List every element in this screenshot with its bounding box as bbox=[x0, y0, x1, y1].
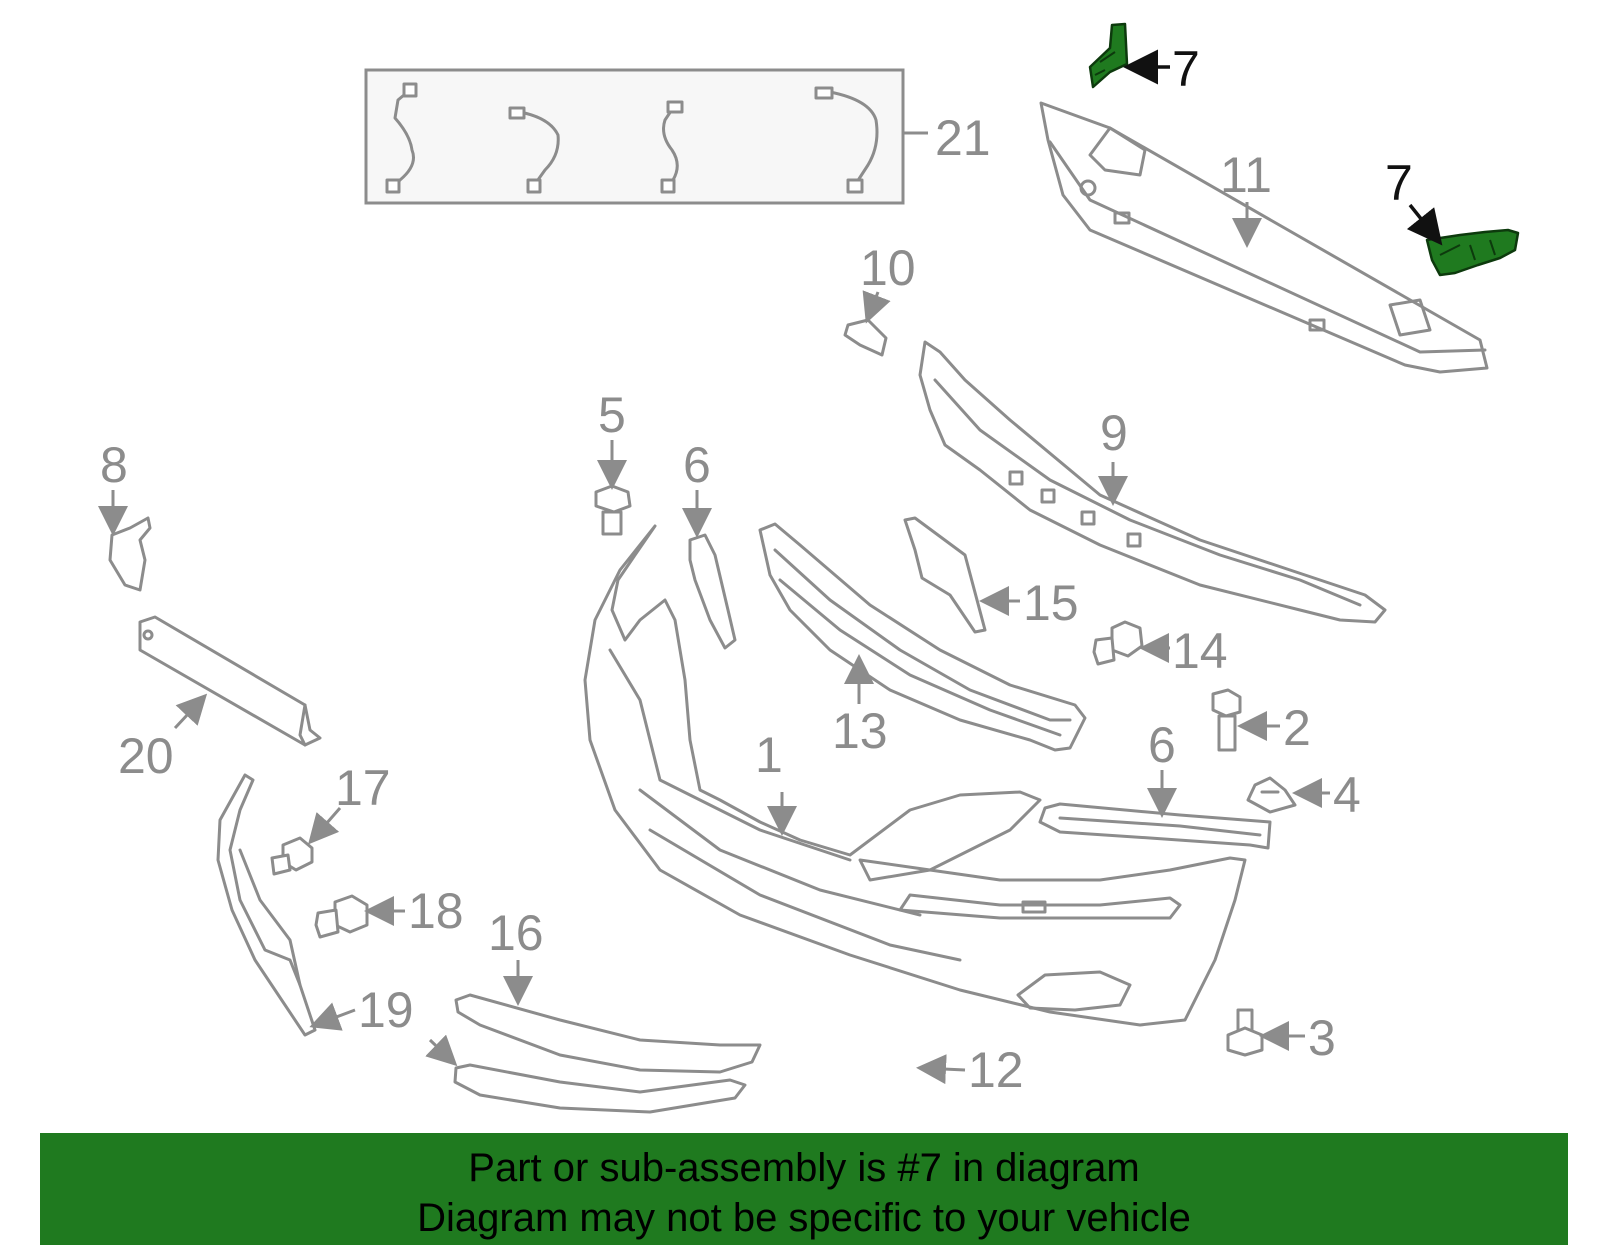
part-19-strip-lower bbox=[425, 1034, 747, 1114]
callout-3: 3 bbox=[1308, 1010, 1336, 1066]
callout-14: 14 bbox=[1172, 623, 1228, 679]
callout-7-upper: 7 bbox=[1172, 41, 1200, 97]
part-5-bolt bbox=[594, 440, 632, 536]
callout-15: 15 bbox=[1023, 575, 1079, 631]
callout-17: 17 bbox=[335, 760, 391, 816]
callout-7-lower: 7 bbox=[1385, 155, 1413, 211]
callout-18: 18 bbox=[408, 883, 464, 939]
callout-6-right: 6 bbox=[1148, 717, 1176, 773]
part-10-clip bbox=[843, 290, 891, 357]
part-18-grommet bbox=[314, 894, 405, 939]
part-15-panel bbox=[903, 516, 1020, 634]
callout-10: 10 bbox=[860, 240, 916, 296]
part-17-clip bbox=[270, 807, 342, 876]
part-21-harness-kit bbox=[364, 68, 928, 205]
part-4-clip bbox=[1246, 776, 1330, 814]
part-19-bracket-left bbox=[216, 773, 356, 1037]
callout-1: 1 bbox=[755, 727, 783, 783]
callout-19: 19 bbox=[358, 982, 414, 1038]
callout-4: 4 bbox=[1333, 767, 1361, 823]
part-8-cover bbox=[98, 490, 152, 592]
part-9-absorber bbox=[918, 340, 1387, 624]
callout-9: 9 bbox=[1100, 405, 1128, 461]
callout-21: 21 bbox=[935, 110, 991, 166]
callout-8: 8 bbox=[100, 437, 128, 493]
part-7-bracket-upper bbox=[1088, 22, 1170, 89]
part-1-bumper-cover bbox=[583, 524, 1247, 1027]
callout-12: 12 bbox=[968, 1042, 1024, 1098]
part-7-bracket-lower bbox=[1406, 203, 1520, 277]
callout-20: 20 bbox=[118, 728, 174, 784]
part-20-license-bracket bbox=[138, 615, 322, 747]
callout-2: 2 bbox=[1283, 700, 1311, 756]
callout-11: 11 bbox=[1220, 147, 1272, 203]
part-2-bolt bbox=[1211, 688, 1280, 752]
callout-13: 13 bbox=[832, 703, 888, 759]
info-banner: Part or sub-assembly is #7 in diagram Di… bbox=[40, 1133, 1568, 1245]
part-16-molding bbox=[454, 960, 762, 1074]
part-12-molding bbox=[453, 658, 966, 1085]
part-3-bolt bbox=[1226, 1008, 1305, 1057]
banner-line-2: Diagram may not be specific to your vehi… bbox=[417, 1196, 1191, 1240]
callout-16: 16 bbox=[488, 905, 544, 961]
part-14-grommet bbox=[1092, 620, 1170, 666]
part-6-bracket-right bbox=[1038, 770, 1272, 850]
callout-5: 5 bbox=[598, 387, 626, 443]
part-6-bracket-left bbox=[682, 490, 737, 650]
part-13-grille bbox=[758, 522, 1087, 752]
callout-6-left: 6 bbox=[683, 437, 711, 493]
banner-line-1: Part or sub-assembly is #7 in diagram bbox=[468, 1146, 1140, 1190]
part-11-impact-bar bbox=[1039, 101, 1489, 374]
